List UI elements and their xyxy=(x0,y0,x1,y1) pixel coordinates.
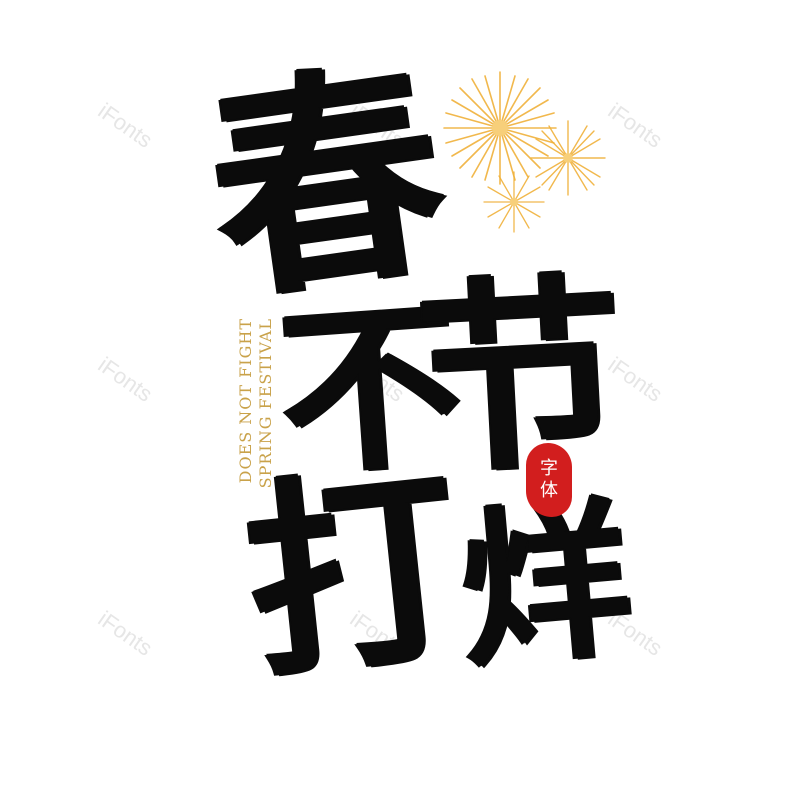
watermark: iFonts xyxy=(93,606,158,661)
english-tagline-line2: DOES NOT FIGHT xyxy=(236,318,255,484)
calligraphy-char-yang: 烊 xyxy=(451,477,639,693)
english-tagline-line1: SPRING FESTIVAL xyxy=(256,318,275,489)
watermark: iFonts xyxy=(93,98,158,153)
firework-medium-icon xyxy=(530,120,606,196)
seal-text-line2: 体 xyxy=(540,480,558,501)
seal-text-line1: 字 xyxy=(540,458,558,479)
firework-large-icon xyxy=(443,71,557,185)
watermark: iFonts xyxy=(603,98,668,153)
calligraphy-char-jie: 节 xyxy=(411,251,630,503)
firework-small-icon xyxy=(483,171,545,233)
red-seal-stamp: 字 体 xyxy=(526,443,572,517)
watermark: iFonts xyxy=(93,352,158,407)
